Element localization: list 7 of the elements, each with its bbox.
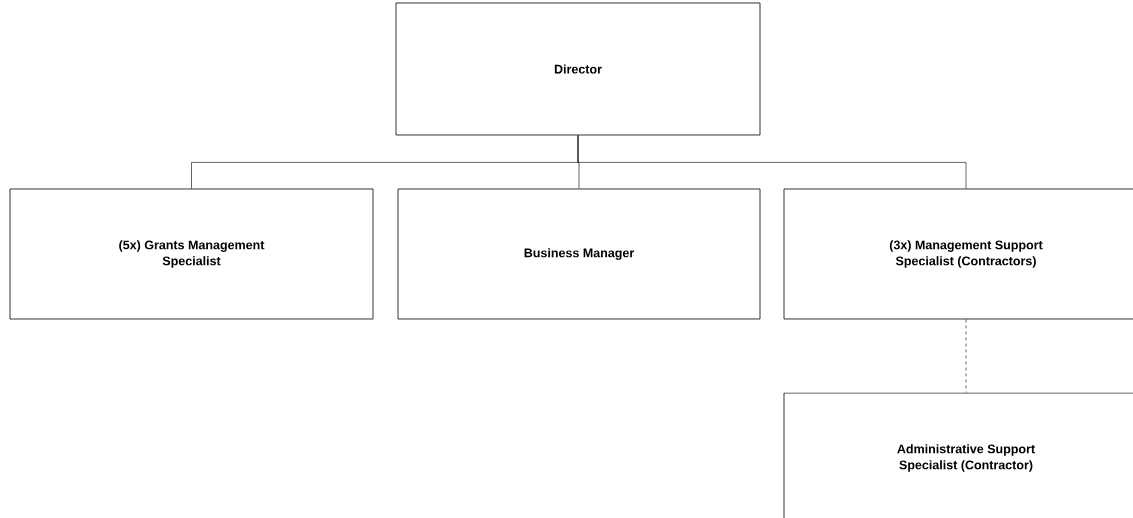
connector-line (577, 135, 967, 189)
org-box: (3x) Management Support Specialist (Contractors) (783, 188, 1133, 320)
org-box: (5x) Grants Management Specialist (9, 188, 374, 320)
org-box: Business Manager (397, 188, 761, 320)
org-box: Administrative Support Specialist (Contractor) (783, 392, 1133, 518)
org-box: Director (395, 2, 761, 136)
connector-line (965, 319, 967, 393)
